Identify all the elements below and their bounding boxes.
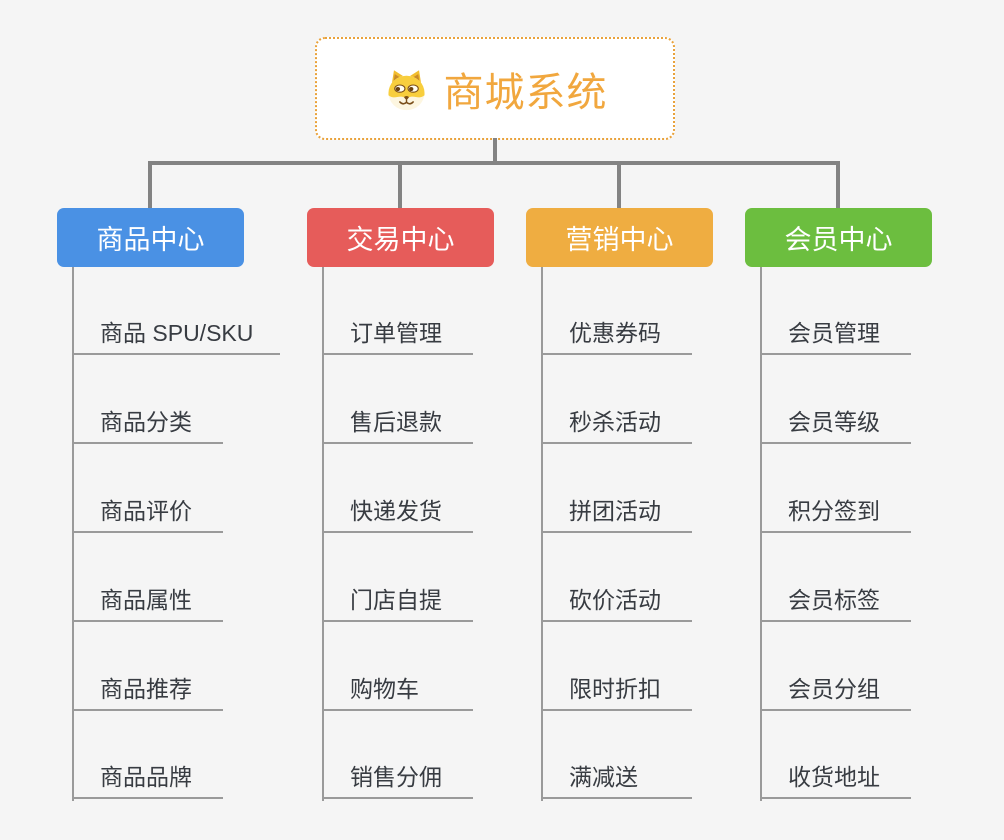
root-node[interactable]: 商城系统 [315,37,675,140]
branch-node-trade-center[interactable]: 交易中心 [307,208,494,267]
branch-column-trade-center: 交易中心 订单管理 售后退款 快递发货 门店自提 购物车 销售分佣 [307,208,557,818]
leaf-node[interactable]: 拼团活动 [541,496,692,533]
leaf-node[interactable]: 商品属性 [72,585,223,622]
branch-node-member-center[interactable]: 会员中心 [745,208,932,267]
connector-branch-stub [836,161,840,210]
connector-trunk-line [322,267,324,801]
root-node-title: 商城系统 [443,70,608,115]
leaf-node[interactable]: 限时折扣 [541,674,692,711]
leaf-node[interactable]: 会员等级 [760,407,911,444]
branch-column-member-center: 会员中心 会员管理 会员等级 积分签到 会员标签 会员分组 收货地址 [745,208,995,818]
leaf-node[interactable]: 快递发货 [322,496,473,533]
leaf-node[interactable]: 商品评价 [72,496,223,533]
leaf-node[interactable]: 门店自提 [322,585,473,622]
leaf-node[interactable]: 商品 SPU/SKU [72,318,281,355]
leaf-node[interactable]: 商品推荐 [72,674,223,711]
branch-node-product-center[interactable]: 商品中心 [57,208,244,267]
connector-trunk-line [760,267,762,801]
connector-root-stub [493,138,497,165]
leaf-node[interactable]: 会员分组 [760,674,911,711]
connector-branch-stub [148,161,152,210]
leaf-node[interactable]: 商品分类 [72,407,223,444]
leaf-node[interactable]: 会员管理 [760,318,911,355]
shiba-dog-icon [383,67,430,111]
branch-column-marketing-center: 营销中心 优惠券码 秒杀活动 拼团活动 砍价活动 限时折扣 满减送 [526,208,776,818]
connector-bus-line [148,161,840,165]
connector-branch-stub [617,161,621,210]
leaf-node[interactable]: 订单管理 [322,318,473,355]
branch-node-marketing-center[interactable]: 营销中心 [526,208,713,267]
leaf-node[interactable]: 积分签到 [760,496,911,533]
connector-trunk-line [72,267,74,801]
branch-column-product-center: 商品中心 商品 SPU/SKU 商品分类 商品评价 商品属性 商品推荐 商品品牌 [57,208,307,818]
leaf-node[interactable]: 会员标签 [760,585,911,622]
connector-branch-stub [398,161,402,210]
leaf-node[interactable]: 销售分佣 [322,762,473,799]
leaf-node[interactable]: 满减送 [541,762,692,799]
leaf-node[interactable]: 优惠券码 [541,318,692,355]
connector-trunk-line [541,267,543,801]
leaf-node[interactable]: 商品品牌 [72,762,223,799]
leaf-node[interactable]: 售后退款 [322,407,473,444]
leaf-node[interactable]: 秒杀活动 [541,407,692,444]
leaf-node[interactable]: 购物车 [322,674,473,711]
leaf-node[interactable]: 收货地址 [760,762,911,799]
leaf-node[interactable]: 砍价活动 [541,585,692,622]
